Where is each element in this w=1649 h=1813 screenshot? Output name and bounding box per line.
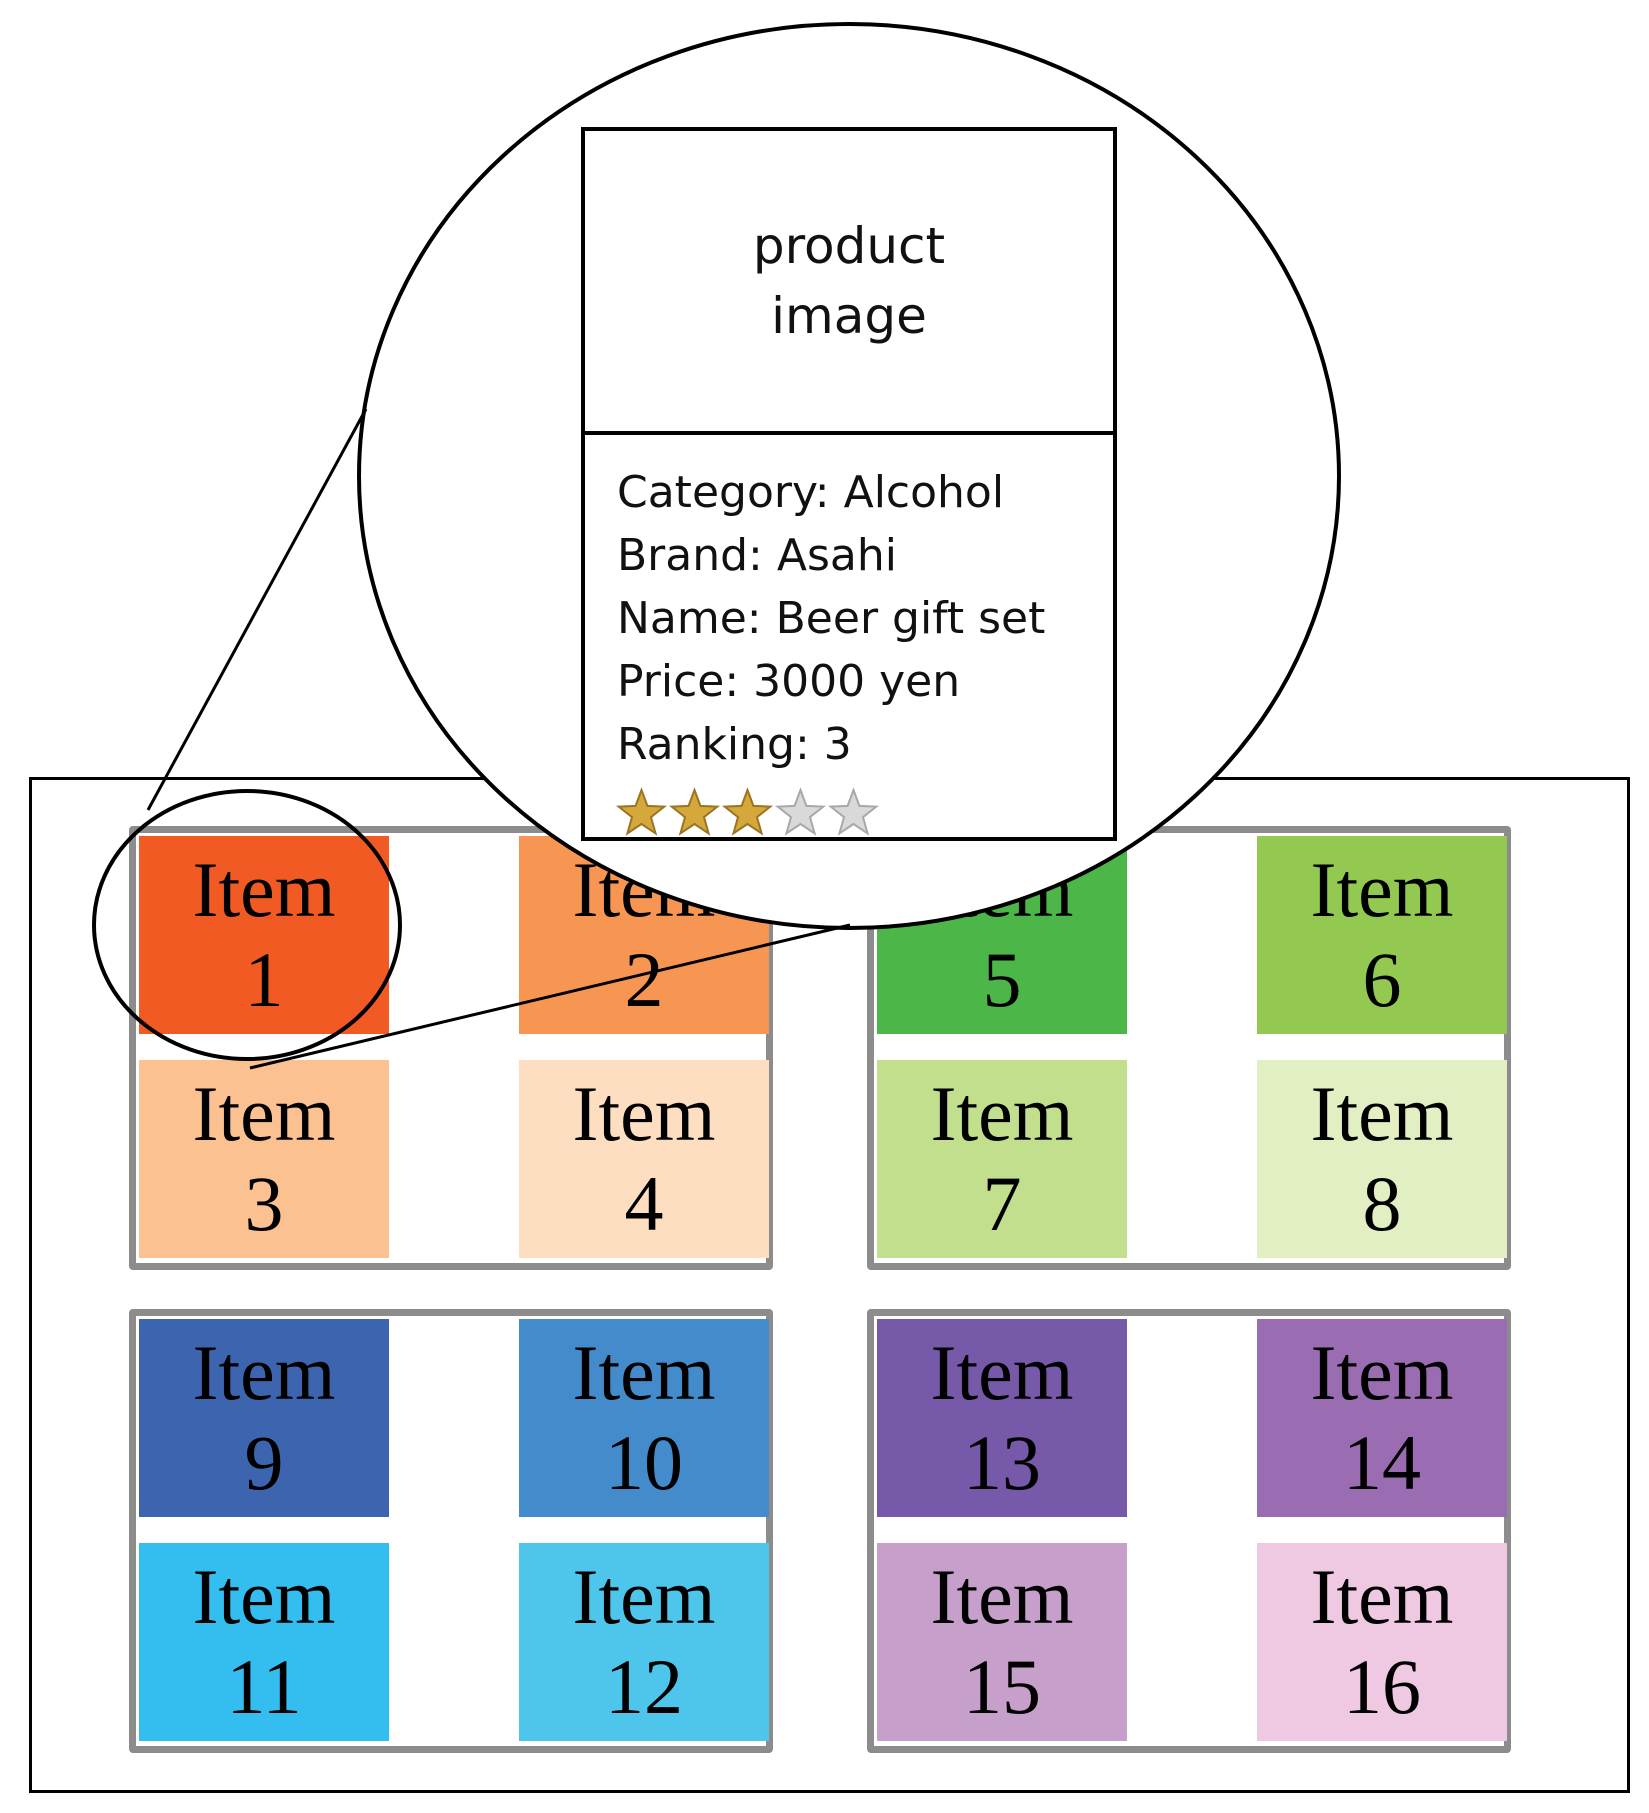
item-label: Item <box>930 1070 1074 1157</box>
brand-text: Brand: Asahi <box>617 530 897 581</box>
callout-line-top <box>146 408 368 811</box>
item-label: Item <box>930 1553 1074 1640</box>
star-empty-icon <box>774 787 827 836</box>
image-placeholder-line: image <box>771 287 927 345</box>
item-tile[interactable]: Item 14 <box>1257 1319 1507 1517</box>
product-grid-frame: Item 1 Item 2 Item 3 Item 4 Item 5 Item … <box>29 777 1630 1793</box>
item-tile[interactable]: Item 12 <box>519 1543 769 1741</box>
item-number: 5 <box>982 936 1022 1023</box>
item-number: 11 <box>226 1643 302 1730</box>
name-text: Name: Beer gift set <box>617 593 1046 644</box>
item-number: 13 <box>963 1419 1041 1506</box>
item-tile[interactable]: Item 10 <box>519 1319 769 1517</box>
item-label: Item <box>1310 1070 1454 1157</box>
item-group-orange: Item 1 Item 2 Item 3 Item 4 <box>129 826 773 1270</box>
image-placeholder-line: product <box>752 217 946 275</box>
item-tile[interactable]: Item 7 <box>877 1060 1127 1258</box>
item-tile[interactable]: Item 13 <box>877 1319 1127 1517</box>
star-filled-icon <box>615 787 668 836</box>
item-tile[interactable]: Item 6 <box>1257 836 1507 1034</box>
star-empty-icon <box>827 787 880 836</box>
item-tile[interactable]: Item 16 <box>1257 1543 1507 1741</box>
item-tile[interactable]: Item 3 <box>139 1060 389 1258</box>
item-number: 1 <box>244 936 284 1023</box>
ranking-text: Ranking: 3 <box>617 719 852 770</box>
item-label: Item <box>572 1070 716 1157</box>
item-number: 14 <box>1343 1419 1421 1506</box>
category-text: Category: Alcohol <box>617 467 1005 518</box>
item-label: Item <box>930 846 1074 933</box>
star-rating <box>615 787 880 837</box>
item-number: 10 <box>605 1419 683 1506</box>
item-label: Item <box>572 1553 716 1640</box>
item-number: 8 <box>1362 1160 1402 1247</box>
item-number: 4 <box>624 1160 664 1247</box>
item-tile[interactable]: Item 2 <box>519 836 769 1034</box>
item-group-purple: Item 13 Item 14 Item 15 Item 16 <box>867 1309 1511 1753</box>
item-number: 3 <box>244 1160 284 1247</box>
item-label: Item <box>192 1329 336 1416</box>
item-label: Item <box>1310 1329 1454 1416</box>
item-label: Item <box>1310 846 1454 933</box>
star-filled-icon <box>668 787 721 836</box>
item-tile[interactable]: Item 9 <box>139 1319 389 1517</box>
item-label: Item <box>572 846 716 933</box>
item-tile[interactable]: Item 1 <box>139 836 389 1034</box>
item-label: Item <box>1310 1553 1454 1640</box>
star-filled-icon <box>721 787 774 836</box>
item-group-green: Item 5 Item 6 Item 7 Item 8 <box>867 826 1511 1270</box>
item-number: 15 <box>963 1643 1041 1730</box>
item-tile[interactable]: Item 11 <box>139 1543 389 1741</box>
item-label: Item <box>192 846 336 933</box>
item-number: 16 <box>1343 1643 1421 1730</box>
item-label: Item <box>572 1329 716 1416</box>
item-number: 7 <box>982 1160 1022 1247</box>
product-image-placeholder: product image <box>585 131 1113 435</box>
item-tile[interactable]: Item 5 <box>877 836 1127 1034</box>
item-group-blue: Item 9 Item 10 Item 11 Item 12 <box>129 1309 773 1753</box>
price-text: Price: 3000 yen <box>617 656 961 707</box>
item-tile[interactable]: Item 8 <box>1257 1060 1507 1258</box>
item-tile[interactable]: Item 4 <box>519 1060 769 1258</box>
item-number: 6 <box>1362 936 1402 1023</box>
item-number: 9 <box>244 1419 284 1506</box>
item-number: 12 <box>605 1643 683 1730</box>
product-attributes: Category: Alcohol Brand: Asahi Name: Bee… <box>617 461 1097 776</box>
item-label: Item <box>930 1329 1074 1416</box>
item-label: Item <box>192 1553 336 1640</box>
item-tile[interactable]: Item 15 <box>877 1543 1127 1741</box>
item-label: Item <box>192 1070 336 1157</box>
product-detail-card: product image Category: Alcohol Brand: A… <box>581 127 1117 841</box>
item-number: 2 <box>624 936 664 1023</box>
